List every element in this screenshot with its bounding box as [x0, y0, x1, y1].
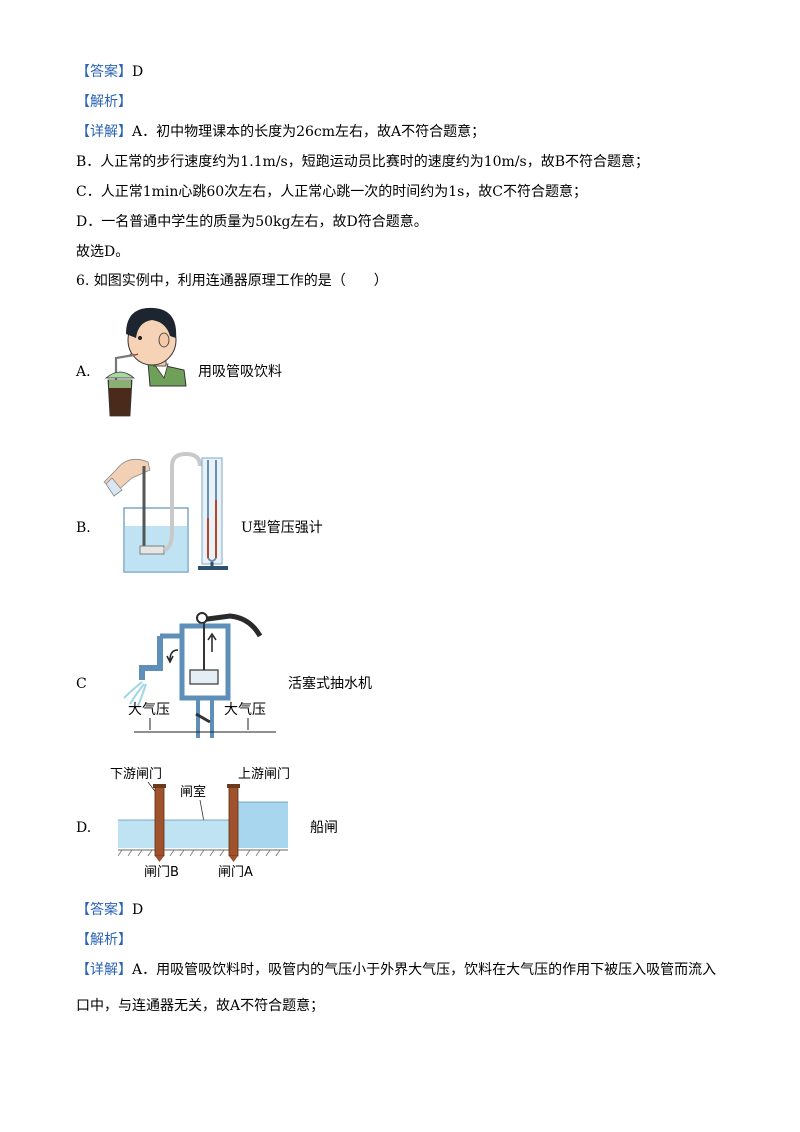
detail2-line-a1: 【详解】A．用吸管吸饮料时，吸管内的气压小于外界大气压，饮料在大气压的作用下被压…	[76, 960, 716, 980]
answer-tag-2: 【答案】	[76, 902, 132, 918]
upstream-gate-label: 上游闸门	[238, 767, 290, 782]
conclusion-line: 故选D。	[76, 244, 130, 260]
analysis-tag-2: 【解析】	[76, 932, 132, 948]
detail-text-a: A．初中物理课本的长度为26cm左右，故A不符合题意；	[132, 124, 486, 140]
piston-pump-icon: 大气压 大气压	[123, 612, 276, 738]
detail-tag: 【详解】	[76, 124, 132, 140]
option-a-caption: 用吸管吸饮料	[198, 364, 282, 380]
detail2-text-a1: A．用吸管吸饮料时，吸管内的气压小于外界大气压，饮料在大气压的作用下被压入吸管而…	[132, 962, 717, 978]
answer-line-1: 【答案】D	[76, 62, 143, 82]
detail2-line-a2: 口中，与连通器无关，故A不符合题意；	[76, 998, 325, 1014]
atmosphere-label-right: 大气压	[224, 702, 266, 718]
option-b-letter: B.	[76, 520, 91, 536]
option-b-caption: U型管压强计	[241, 520, 323, 536]
option-d-figure: 下游闸门 上游闸门 闸室 闸门B 闸门A	[108, 762, 298, 882]
atmosphere-label-left: 大气压	[128, 702, 170, 718]
gate-b-label: 闸门B	[144, 865, 179, 880]
lock-chamber-label: 闸室	[180, 784, 206, 800]
ship-lock-icon: 下游闸门 上游闸门 闸室 闸门B 闸门A	[110, 767, 290, 880]
answer-value-2: D	[132, 902, 144, 918]
detail-tag-2: 【详解】	[76, 962, 132, 978]
detail-line-d: D．一名普通中学生的质量为50kg左右，故D符合题意。	[76, 214, 428, 230]
option-c-letter: C	[76, 676, 87, 692]
detail-line-c: C．人正常1min心跳60次左右，人正常心跳一次的时间约为1s，故C不符合题意；	[76, 184, 588, 200]
option-b-figure	[102, 448, 232, 578]
question-stem: 6. 如图实例中，利用连通器原理工作的是（ ）	[76, 273, 388, 289]
option-a-letter: A.	[76, 364, 91, 380]
option-c-caption: 活塞式抽水机	[288, 676, 372, 692]
gate-a-label: 闸门A	[218, 865, 253, 880]
drinking-straw-boy-icon	[104, 307, 187, 417]
analysis-tag: 【解析】	[76, 94, 132, 110]
answer-line-2: 【答案】D	[76, 900, 143, 920]
analysis-line-1: 【解析】	[76, 92, 132, 112]
detail-line-a: 【详解】A．初中物理课本的长度为26cm左右，故A不符合题意；	[76, 122, 485, 142]
answer-value: D	[132, 64, 144, 80]
option-d-caption: 船闸	[310, 820, 338, 836]
option-c-figure: 大气压 大气压	[120, 606, 290, 740]
u-tube-manometer-icon	[103, 451, 228, 573]
detail-line-b: B．人正常的步行速度约为1.1m/s，短跑运动员比赛时的速度约为10m/s，故B…	[76, 154, 650, 170]
downstream-gate-label: 下游闸门	[110, 767, 162, 782]
answer-tag: 【答案】	[76, 64, 132, 80]
option-a-figure	[104, 298, 188, 418]
option-d-letter: D.	[76, 820, 92, 836]
analysis-line-2: 【解析】	[76, 930, 132, 950]
